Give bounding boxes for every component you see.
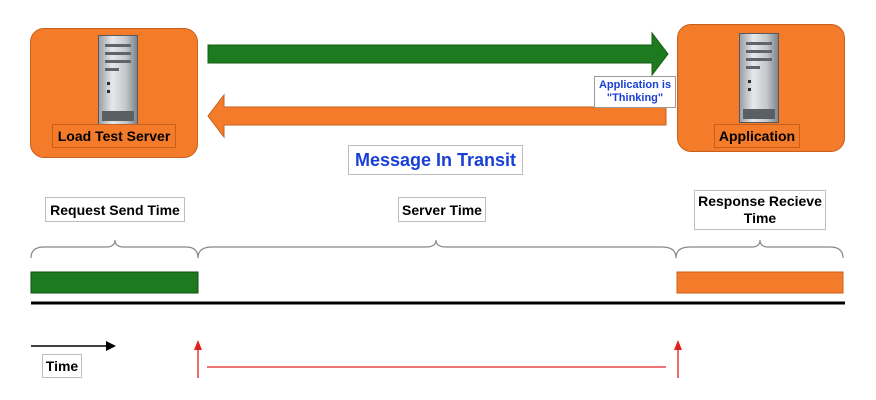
server-time-label: Server Time xyxy=(398,197,486,222)
response-receive-line-2: Time xyxy=(743,210,777,226)
application-thinking-callout: Application is "Thinking" xyxy=(594,76,676,108)
server-time-end-arrowhead xyxy=(674,340,682,350)
thinking-line-1: Application is xyxy=(598,79,672,91)
load-test-server-label: Load Test Server xyxy=(52,124,176,148)
brace-response-receive xyxy=(675,239,844,259)
request-send-time-label: Request Send Time xyxy=(45,197,185,222)
request-send-bar xyxy=(30,271,199,294)
server-tower-icon xyxy=(739,33,779,123)
time-label: Time xyxy=(42,354,82,378)
thinking-line-2: "Thinking" xyxy=(606,92,664,104)
response-receive-bar xyxy=(676,271,844,294)
time-arrow-head xyxy=(106,341,116,351)
response-arrow xyxy=(207,93,667,139)
response-receive-line-1: Response Recieve xyxy=(698,193,822,209)
brace-server-time xyxy=(197,239,677,259)
server-time-start-arrowhead xyxy=(194,340,202,350)
server-tower-icon xyxy=(98,35,138,125)
application-label: Application xyxy=(714,124,800,148)
request-arrow xyxy=(207,31,669,77)
brace-request-send xyxy=(30,239,199,259)
message-in-transit-label: Message In Transit xyxy=(348,145,523,175)
response-receive-time-label: Response Recieve Time xyxy=(694,190,826,230)
